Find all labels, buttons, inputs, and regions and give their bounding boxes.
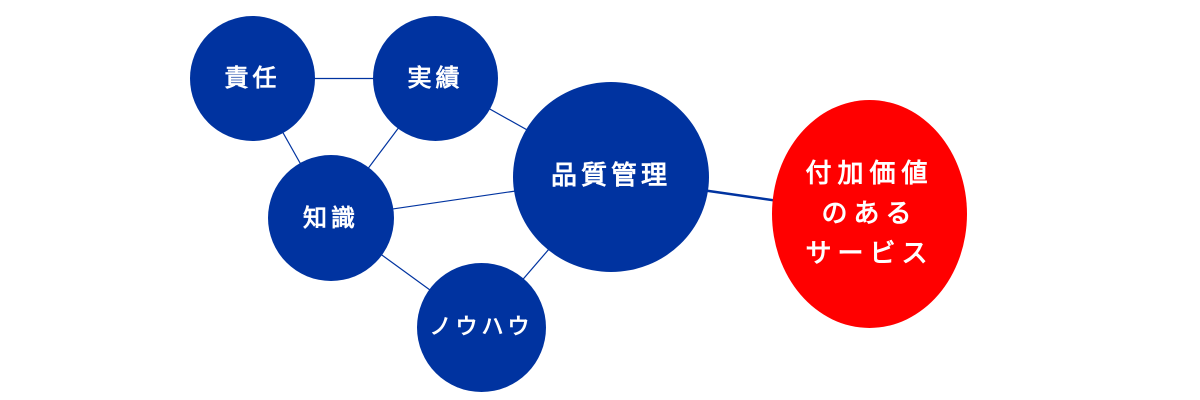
node-value-added-service-label: 付加価値 のある サービス xyxy=(805,158,934,270)
node-sekinin-label: 責任 xyxy=(224,64,281,93)
node-knowhow-label: ノウハウ xyxy=(429,314,534,340)
node-knowhow: ノウハウ xyxy=(417,263,546,392)
node-quality-control-label: 品質管理 xyxy=(550,161,671,192)
node-quality-control: 品質管理 xyxy=(513,82,709,272)
node-chishiki-label: 知識 xyxy=(303,203,359,232)
node-sekinin: 責任 xyxy=(190,16,315,141)
node-chishiki: 知識 xyxy=(268,155,394,281)
node-jisseki-label: 実績 xyxy=(407,64,464,93)
node-jisseki: 実績 xyxy=(373,16,498,141)
node-value-added-service: 付加価値 のある サービス xyxy=(772,100,967,328)
